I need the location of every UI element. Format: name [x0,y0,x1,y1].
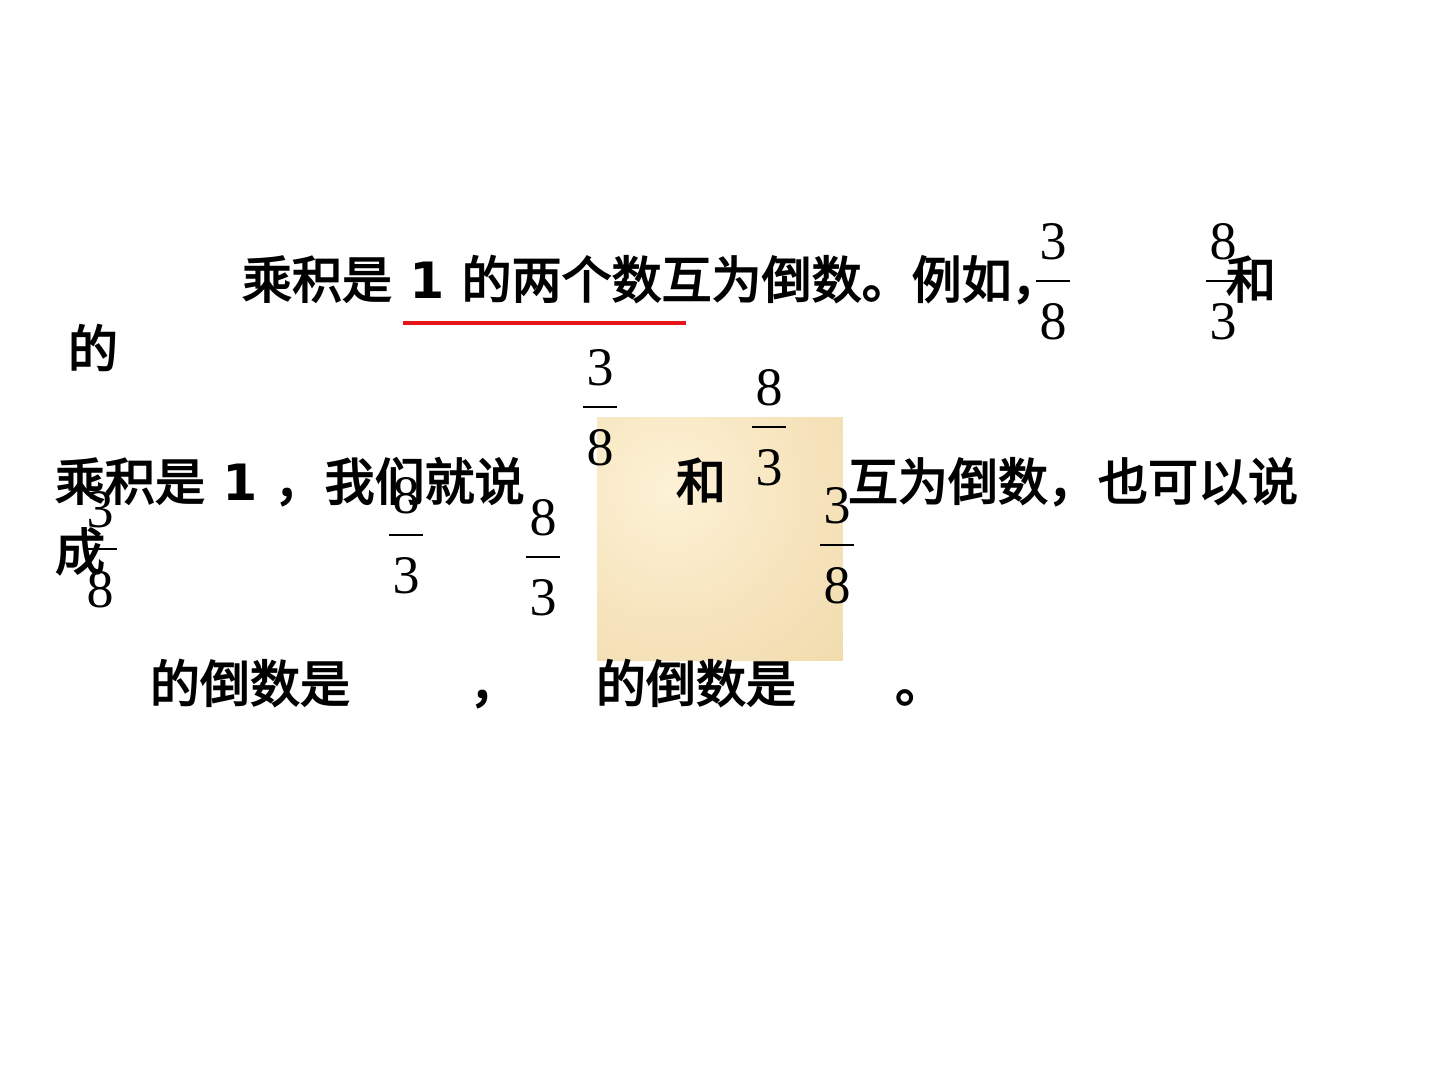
fraction-denominator: 8 [1039,291,1067,351]
fraction-denominator: 3 [755,437,783,497]
statement-cheng: 成 [55,524,105,582]
fraction-numerator: 8 [529,487,557,547]
fraction-numerator: 8 [392,465,420,525]
fraction-answer-2: 8 3 [517,490,569,624]
fraction-numerator: 3 [86,479,114,539]
fraction-statement-b: 8 3 [743,360,795,494]
definition-text: 乘积是 1 的两个数互为倒数。例如， [242,252,1062,310]
fraction-bar [83,548,117,550]
fraction-numerator: 3 [1039,211,1067,271]
fraction-numerator: 3 [823,475,851,535]
parchment-background [597,417,843,661]
fraction-answer-1: 8 3 [380,468,432,602]
fraction-statement-a: 3 8 [574,340,626,474]
fraction-denominator: 3 [392,545,420,605]
statement-text-part1: 乘积是 1 ，我们就说 [55,454,525,512]
fraction-bar [820,544,854,546]
fraction-denominator: 8 [586,417,614,477]
fraction-numerator: 3 [586,337,614,397]
fraction-denominator: 3 [1209,291,1237,351]
fraction-bar [1206,280,1240,282]
fraction-denominator: 8 [823,555,851,615]
reciprocal-text-2: 的倒数是 [596,656,796,714]
statement-text-part2: 互为倒数，也可以说 [848,454,1298,512]
fraction-numerator: 8 [1209,211,1237,271]
reciprocal-period: 。 [895,656,945,714]
line1-de: 的 [68,321,118,379]
fraction-answer-left: 3 8 [74,482,126,616]
fraction-numerator: 8 [755,357,783,417]
fraction-bar [526,556,560,558]
key-phrase-underline [403,321,686,325]
statement-and: 和 [676,454,726,512]
reciprocal-comma: ， [470,656,520,714]
fraction-example-b: 8 3 [1197,214,1249,348]
fraction-bar [389,534,423,536]
fraction-example-a: 3 8 [1027,214,1079,348]
fraction-bar [1036,280,1070,282]
fraction-bar [752,426,786,428]
fraction-denominator: 8 [86,559,114,619]
fraction-answer-3: 3 8 [811,478,863,612]
fraction-bar [583,406,617,408]
reciprocal-text-1: 的倒数是 [150,656,350,714]
fraction-denominator: 3 [529,567,557,627]
